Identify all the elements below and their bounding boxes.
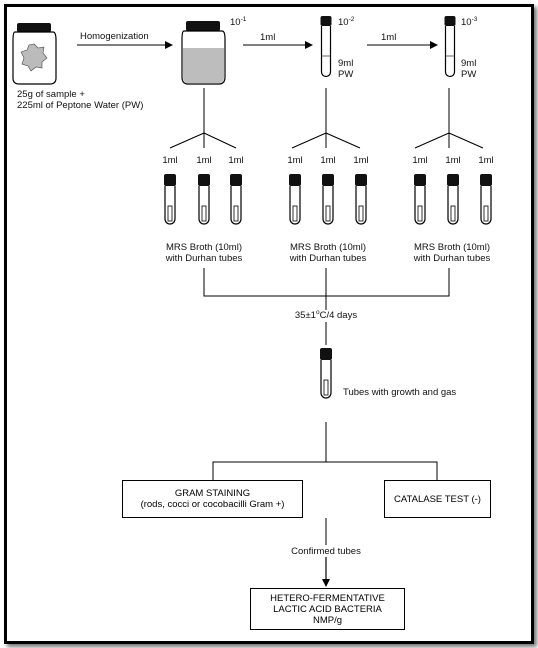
dilution-label-2: 10-2 xyxy=(338,16,355,28)
confirmed-label: Confirmed tubes xyxy=(291,546,361,557)
mrs-tube-icon xyxy=(197,173,211,225)
broth-caption-3b: with Durhan tubes xyxy=(413,253,491,264)
mrs-tube-icon xyxy=(321,173,335,225)
figure-frame xyxy=(4,4,534,644)
dilution-tube-10-2-icon xyxy=(319,15,333,78)
sample-label-2: 225ml of Peptone Water (PW) xyxy=(17,100,144,111)
sample-label: 25g of sample + xyxy=(17,89,85,100)
result-box: HETERO-FERMENTATIVE LACTIC ACID BACTERIA… xyxy=(250,588,405,630)
transfer-label-1: 1ml xyxy=(260,32,276,43)
broth-caption-2b: with Durhan tubes xyxy=(289,253,367,264)
mrs-tube-icon xyxy=(288,173,302,225)
inoculum-label: 1ml xyxy=(320,155,336,166)
inoculum-label: 1ml xyxy=(228,155,244,166)
mrs-tube-icon xyxy=(354,173,368,225)
diluent-medium-3: PW xyxy=(461,69,477,80)
mrs-tube-icon xyxy=(446,173,460,225)
mrs-tube-icon xyxy=(479,173,493,225)
result-line-2: LACTIC ACID BACTERIA xyxy=(273,603,382,615)
gram-staining-box: GRAM STAINING (rods, cocci or cocobacill… xyxy=(122,480,303,518)
broth-caption-1: MRS Broth (10ml) xyxy=(165,242,242,253)
mrs-tube-icon xyxy=(413,173,427,225)
broth-caption-2: MRS Broth (10ml) xyxy=(289,242,366,253)
inoculum-label: 1ml xyxy=(445,155,461,166)
growth-tube-icon xyxy=(319,347,333,399)
mrs-tube-icon xyxy=(163,173,177,225)
result-line-1: HETERO-FERMENTATIVE xyxy=(270,592,385,604)
inoculum-label: 1ml xyxy=(478,155,494,166)
diluent-medium-2: PW xyxy=(338,69,354,80)
transfer-label-2: 1ml xyxy=(381,32,397,43)
gram-title: GRAM STAINING xyxy=(174,488,251,499)
inoculum-label: 1ml xyxy=(196,155,212,166)
inoculum-label: 1ml xyxy=(162,155,178,166)
sample-jar-icon xyxy=(12,23,57,85)
branch-lines xyxy=(169,88,484,149)
mrs-tubes xyxy=(163,173,493,225)
broth-caption-1b: with Durhan tubes xyxy=(165,253,243,264)
mrs-tube-icon xyxy=(229,173,243,225)
catalase-box: CATALASE TEST (-) xyxy=(384,480,491,518)
dilution-tube-10-3-icon xyxy=(443,15,457,78)
result-line-3: NMP/g xyxy=(312,614,343,626)
broth-caption-3: MRS Broth (10ml) xyxy=(413,242,490,253)
homogenate-jar-icon xyxy=(181,21,226,85)
catalase-label: CATALASE TEST (-) xyxy=(394,493,481,505)
inoculum-label: 1ml xyxy=(353,155,369,166)
gram-detail: (rods, cocci or cocobacilli Gram +) xyxy=(140,499,285,510)
confirmation-lines xyxy=(212,422,438,545)
dilution-label-3: 10-3 xyxy=(461,16,478,28)
growth-label: Tubes with growth and gas xyxy=(343,387,457,398)
dilution-label-1: 10-1 xyxy=(230,16,247,28)
inoculum-label: 1ml xyxy=(287,155,303,166)
diluent-volume-2: 9ml xyxy=(338,58,354,69)
homogenization-label: Homogenization xyxy=(80,31,149,42)
diluent-volume-3: 9ml xyxy=(461,58,477,69)
inoculum-label: 1ml xyxy=(412,155,428,166)
incubation-label: 35±1oC/4 days xyxy=(294,309,358,321)
collector-lines xyxy=(203,268,450,345)
